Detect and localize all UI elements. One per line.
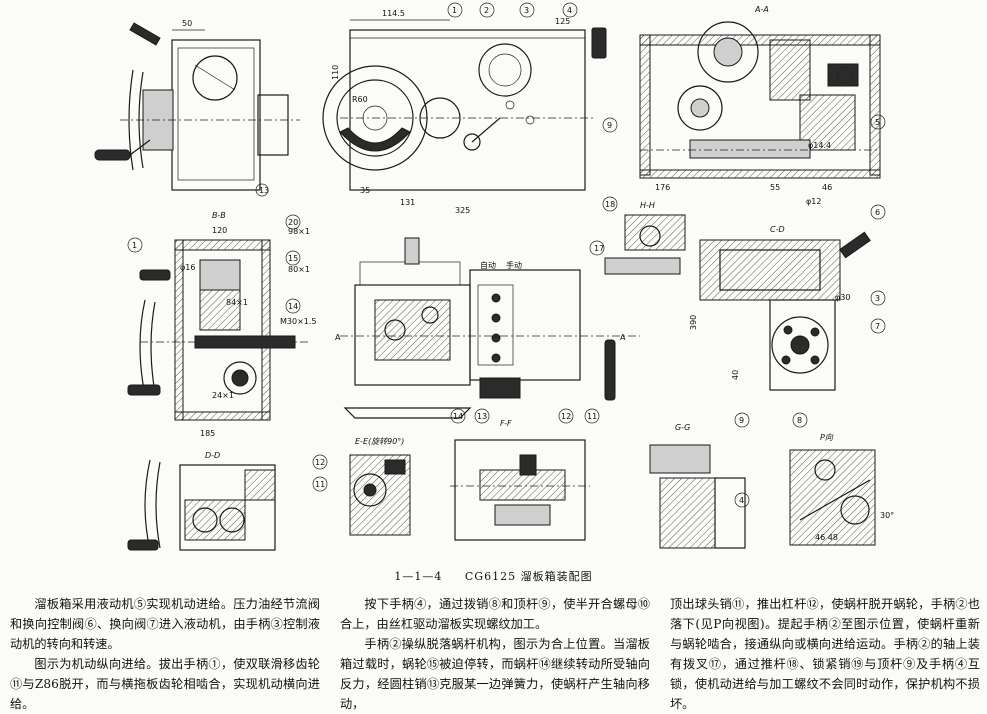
dim-46: 46	[822, 183, 832, 192]
view-p-direction: P向 30° 46 48 8	[789, 412, 894, 546]
callout-17: 17	[594, 244, 604, 253]
view-section-a-a: A-A 176 55 46 φ14.4 φ12 5 9	[602, 5, 886, 206]
dim-35: 35	[360, 186, 370, 195]
dim-176: 176	[655, 183, 670, 192]
callout-12-ff: 12	[561, 412, 571, 421]
paragraph: 溜板箱采用液动机⑤实现机动进给。压力油经节流阀和换向控制阀⑥、换向阀⑦进入液动机…	[10, 597, 320, 651]
callout-5: 5	[875, 118, 880, 127]
dim-phi12: φ12	[806, 197, 821, 206]
section-mark-a-right: A	[620, 333, 626, 342]
label-a-a: A-A	[754, 5, 769, 14]
label-h-h: H-H	[640, 201, 655, 210]
dim-98: 98×1	[288, 227, 310, 236]
label-g-g: G-G	[675, 423, 690, 432]
callout-14-ff: 14	[453, 412, 463, 421]
assembly-drawing: 50 13 114.5 125 110 35 131 325 R60 1 2 3	[94, 2, 894, 551]
callout-9: 9	[607, 121, 612, 130]
dim-120: 120	[212, 226, 227, 235]
callout-7: 7	[875, 322, 880, 331]
callout-4: 4	[739, 496, 744, 505]
callout-13-ff: 13	[477, 412, 487, 421]
label-p-view: P向	[820, 433, 834, 442]
figure-number: 1—1—4	[394, 570, 443, 583]
view-main-center: 自动 手动 A A	[335, 237, 640, 419]
figure-title: CG6125 溜板箱装配图	[464, 570, 593, 583]
callout-8: 8	[797, 416, 802, 425]
dim-114-5: 114.5	[382, 9, 405, 18]
label-d-d: D-D	[205, 451, 220, 460]
dim-125: 125	[555, 17, 570, 26]
callout-14: 14	[288, 302, 298, 311]
dim-40: 40	[731, 370, 740, 380]
description-text: 溜板箱采用液动机⑤实现机动进给。压力油经节流阀和换向控制阀⑥、换向阀⑦进入液动机…	[10, 594, 980, 711]
dim-50: 50	[182, 19, 192, 28]
dim-phi30: φ30	[835, 293, 850, 302]
label-f-f: F-F	[500, 419, 512, 428]
label-b-b: B-B	[212, 211, 226, 220]
view-section-b-b: B-B 120 φ16 M30×1.5 98×1 80×1 84×1 24×1 …	[127, 211, 317, 438]
label-c-d: C-D	[770, 225, 785, 234]
callout-11-ee: 11	[315, 480, 325, 489]
figure-caption: 1—1—4 CG6125 溜板箱装配图	[0, 568, 987, 584]
dim-m30: M30×1.5	[280, 317, 317, 326]
callout-9-gg: 9	[739, 416, 744, 425]
callout-1-top: 1	[452, 6, 457, 15]
dim-30deg: 30°	[880, 511, 894, 520]
paragraph: 按下手柄④，通过拨销⑧和顶杆⑨，使半开合螺母⑩合上，由丝杠驱动溜板实现螺纹加工。	[340, 597, 650, 631]
callout-18: 18	[605, 200, 615, 209]
text-column-2: 按下手柄④，通过拨销⑧和顶杆⑨，使半开合螺母⑩合上，由丝杠驱动溜板实现螺纹加工。…	[340, 594, 650, 714]
dim-24: 24×1	[212, 391, 234, 400]
view-side-top-left: 50 13	[94, 19, 300, 197]
dim-84: 84×1	[226, 298, 248, 307]
dim-390: 390	[689, 315, 698, 330]
view-front-top-center: 114.5 125 110 35 131 325 R60 1 2 3 4	[322, 2, 607, 215]
dim-phi16: φ16	[180, 263, 195, 272]
paragraph: 顶出球头销⑪，推出杠杆⑫，使蜗杆脱开蜗轮，手柄②也落下(见P向视图)。提起手柄②…	[670, 597, 980, 711]
text-column-1: 溜板箱采用液动机⑤实现机动进给。压力油经节流阀和换向控制阀⑥、换向阀⑦进入液动机…	[10, 594, 320, 714]
callout-13: 13	[259, 186, 269, 195]
paragraph: 手柄②操纵脱落蜗杆机构，图示为合上位置。当溜板箱过载时，蜗轮⑮被迫停转，而蜗杆⑭…	[340, 637, 650, 711]
label-e-e: E-E(旋转90°)	[355, 437, 404, 446]
view-section-c-d: C-D 390 40 φ30 6 3 7	[689, 204, 886, 391]
dim-r60: R60	[352, 95, 368, 104]
dim-325: 325	[455, 206, 470, 215]
dim-46-48: 46 48	[815, 533, 838, 542]
callout-11-ff: 11	[587, 412, 597, 421]
dim-55: 55	[770, 183, 780, 192]
callout-3-cd: 3	[875, 294, 880, 303]
dim-185: 185	[200, 429, 215, 438]
dim-131: 131	[400, 198, 415, 207]
callout-3-top: 3	[524, 6, 529, 15]
section-mark-a-left: A	[335, 333, 341, 342]
callout-2-top: 2	[484, 6, 489, 15]
panel-label-auto: 自动	[480, 260, 496, 270]
callout-15: 15	[288, 254, 298, 263]
dim-110: 110	[331, 65, 340, 80]
view-section-d-d: D-D	[127, 451, 276, 551]
view-section-h-h: H-H 17 18	[589, 196, 686, 275]
panel-label-manual: 手动	[506, 260, 522, 270]
callout-1-bb: 1	[132, 241, 137, 250]
callout-6: 6	[875, 208, 880, 217]
dim-phi14: φ14.4	[808, 141, 831, 150]
callout-20: 20	[288, 218, 298, 227]
view-section-g-g: G-G 9 4	[649, 412, 750, 549]
view-section-e-e: E-E(旋转90°) 12 11	[312, 437, 411, 536]
view-section-f-f: F-F 14 13 12 11	[450, 408, 600, 541]
callout-12-ee: 12	[315, 458, 325, 467]
paragraph: 图示为机动纵向进给。拔出手柄①，使双联滑移齿轮⑪与Z86脱开，而与横拖板齿轮相啮…	[10, 657, 320, 711]
callout-4-top: 4	[567, 6, 572, 15]
dim-80: 80×1	[288, 265, 310, 274]
text-column-3: 顶出球头销⑪，推出杠杆⑫，使蜗杆脱开蜗轮，手柄②也落下(见P向视图)。提起手柄②…	[670, 594, 980, 714]
